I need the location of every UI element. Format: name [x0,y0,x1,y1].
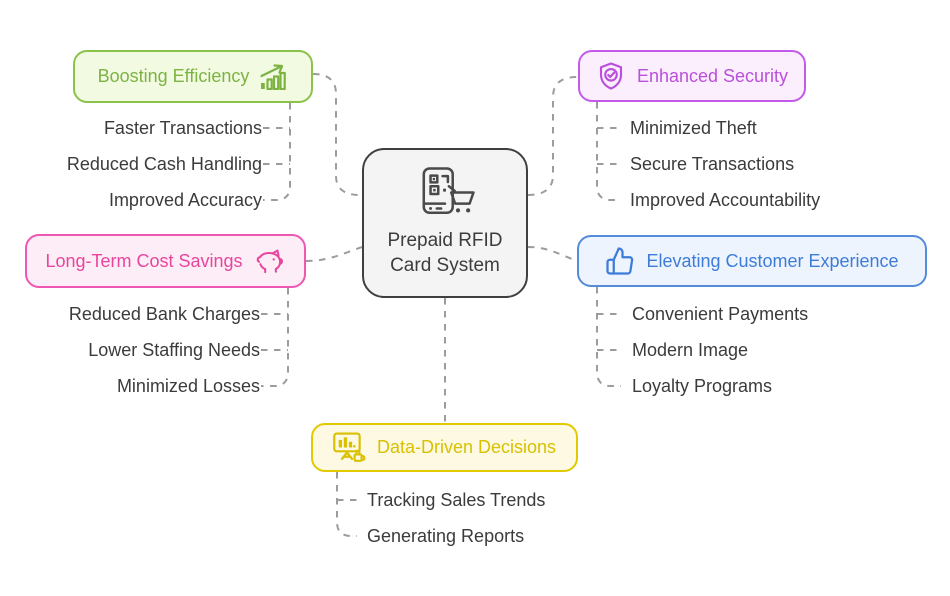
branch-label: Data-Driven Decisions [376,437,557,457]
child-item: Reduced Cash Handling [66,153,262,174]
branch-node-elevating-customer-experience: Elevating Customer Experience [577,235,927,287]
branch-node-data-driven-decisions: Data-Driven Decisions [311,423,578,472]
child-item: Improved Accountability [630,189,821,210]
connector-savings-center [305,246,363,262]
piggy-bank-icon [254,248,286,274]
connector-security-children [596,102,621,201]
child-item: Generating Reports [367,525,525,546]
central-node-label: Prepaid RFID Card System [387,230,503,276]
chart-presentation-coffee-icon [333,431,366,464]
child-list-data-driven-decisions: Tracking Sales Trends Generating Reports [367,482,545,554]
child-item: Lower Staffing Needs [88,339,260,360]
connector-efficiency-children [263,103,291,201]
branch-node-long-term-cost-savings: Long-Term Cost Savings [25,234,306,288]
child-item: Tracking Sales Trends [367,489,546,510]
connector-savings-children [261,288,289,387]
connector-efficiency-center [312,73,361,196]
child-item: Faster Transactions [103,117,262,138]
branch-label: Boosting Efficiency [97,66,250,86]
connector-center-security [527,76,578,196]
connector-experience-children [596,287,621,387]
branch-node-boosting-efficiency: Boosting Efficiency [73,50,313,103]
shield-check-icon [596,61,626,91]
child-list-enhanced-security: Minimized Theft Secure Transactions Impr… [630,110,820,218]
child-item: Reduced Bank Charges [68,303,260,324]
child-item: Minimized Theft [630,117,757,138]
child-list-boosting-efficiency: Faster Transactions Reduced Cash Handlin… [67,110,262,218]
connector-decisions-children [336,472,357,537]
child-item: Convenient Payments [632,303,809,324]
child-item: Minimized Losses [116,375,260,396]
branch-label: Elevating Customer Experience [646,250,899,271]
phone-qr-shopping-cart-icon [414,167,476,221]
central-node-prepaid-rfid-card-system: Prepaid RFID Card System [362,148,528,298]
connector-center-experience [527,246,578,262]
child-item: Loyalty Programs [632,375,773,396]
child-list-elevating-customer-experience: Convenient Payments Modern Image Loyalty… [632,296,808,404]
child-list-long-term-cost-savings: Reduced Bank Charges Lower Staffing Need… [69,296,260,404]
growth-bar-chart-icon [260,63,288,90]
child-item: Improved Accuracy [108,189,262,210]
thumbs-up-icon [605,246,635,276]
branch-node-enhanced-security: Enhanced Security [578,50,806,102]
branch-label: Long-Term Cost Savings [45,250,243,271]
child-item: Secure Transactions [630,153,795,174]
branch-label: Enhanced Security [636,65,789,86]
child-item: Modern Image [632,339,749,360]
